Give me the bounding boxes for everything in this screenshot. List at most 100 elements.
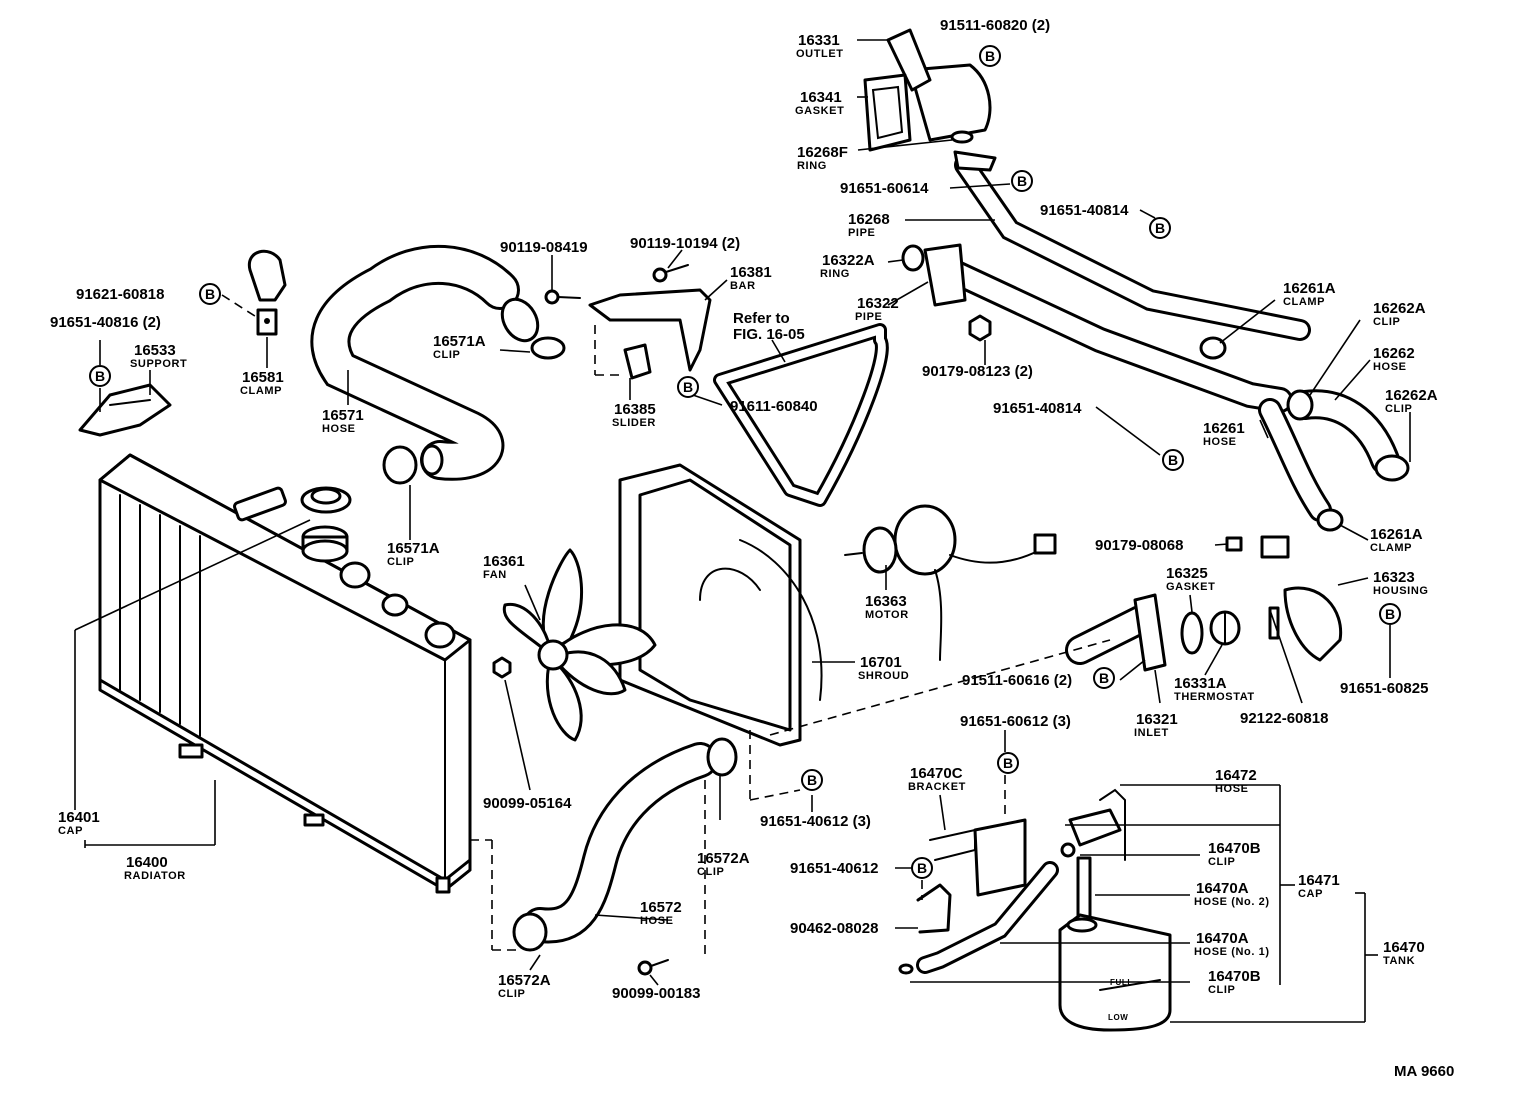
label-91651-60612-num: 91651-60612 (3) [960, 713, 1071, 730]
label-16262A-mid-name: CLIP [1385, 403, 1412, 415]
clip-16470b-bottom-illustration [898, 963, 914, 975]
label-16533-num: 16533 [134, 342, 176, 359]
label-16470C-num: 16470C [910, 765, 963, 782]
label-16361-num: 16361 [483, 553, 525, 570]
label-16471-num: 16471 [1298, 872, 1340, 889]
bolt-marker-40612-mid: B [801, 769, 823, 791]
tank-low-mark: LOW [1108, 1013, 1128, 1022]
label-16572-name: HOSE [640, 915, 674, 927]
upper-hose-illustration [310, 245, 540, 481]
refer-note-line1: Refer to [733, 310, 790, 327]
label-16572A-bottom-num: 16572A [498, 972, 551, 989]
label-90462-08028-num: 90462-08028 [790, 920, 878, 937]
bracket-16470c-illustration [929, 818, 1027, 897]
label-16331-num: 16331 [798, 32, 840, 49]
refer-note-line2: FIG. 16-05 [733, 326, 805, 343]
label-16262-name: HOSE [1373, 361, 1407, 373]
bolt-marker-60612: B [997, 752, 1019, 774]
label-16261A-bottom-name: CLAMP [1370, 542, 1412, 554]
label-91651-60825-num: 91651-60825 [1340, 680, 1428, 697]
label-90099-00183-num: 90099-00183 [612, 985, 700, 1002]
hose-clip-lower-illustration [382, 445, 418, 485]
label-16385-name: SLIDER [612, 417, 656, 429]
lower-hose-illustration [522, 742, 718, 944]
label-16261-num: 16261 [1203, 420, 1245, 437]
label-16572A-bottom-name: CLIP [498, 988, 525, 1000]
lower-hose-clip-bottom-illustration [512, 912, 548, 952]
label-16268-name: PIPE [848, 227, 875, 239]
svg-text:B: B [1385, 606, 1395, 622]
label-16261A-bottom-num: 16261A [1370, 526, 1423, 543]
lower-hose-clip-top-illustration [706, 737, 738, 777]
label-16470B-bottom-name: CLIP [1208, 984, 1235, 996]
label-16400-num: 16400 [126, 854, 168, 871]
label-16571A-top-num: 16571A [433, 333, 486, 350]
water-outlet-illustration [886, 28, 992, 142]
label-16321-name: INLET [1134, 727, 1169, 739]
bolt-90119-08419-illustration [544, 289, 581, 305]
svg-text:B: B [1017, 173, 1027, 189]
bolt-marker-40612-tank: B [911, 857, 933, 879]
label-90179-08068-num: 90179-08068 [1095, 537, 1183, 554]
label-16470B-top-name: CLIP [1208, 856, 1235, 868]
hose-clip-upper-illustration [530, 336, 566, 360]
label-91511-60820-num: 91511-60820 (2) [940, 17, 1050, 34]
water-pipe-16268-illustration [953, 150, 1311, 341]
label-16581-num: 16581 [242, 369, 284, 386]
svg-text:B: B [985, 48, 995, 64]
svg-text:B: B [807, 772, 817, 788]
label-16470A-2-num: 16470A [1196, 880, 1249, 897]
label-16572A-mid-num: 16572A [697, 850, 750, 867]
svg-text:B: B [1003, 755, 1013, 771]
clamp-16261a-upper-illustration [1199, 336, 1227, 360]
label-91651-40814-top-num: 91651-40814 [1040, 202, 1129, 219]
label-90119-08419-num: 90119-08419 [500, 239, 588, 256]
bolt-marker-60616: B [1093, 667, 1115, 689]
leader-lines [74, 39, 1411, 1023]
label-16470A-1-num: 16470A [1196, 930, 1249, 947]
label-16571-name: HOSE [322, 423, 356, 435]
label-16400-name: RADIATOR [124, 870, 186, 882]
label-16268-num: 16268 [848, 211, 890, 228]
label-16322A-num: 16322A [822, 252, 875, 269]
bolt-marker-outlet: B [979, 45, 1001, 67]
label-16701-num: 16701 [860, 654, 902, 671]
label-16571A-bottom-name: CLIP [387, 556, 414, 568]
support-bracket-illustration [78, 383, 172, 437]
label-16572A-mid-name: CLIP [697, 866, 724, 878]
housing-16323-illustration [1260, 535, 1343, 662]
label-16261A-top-num: 16261A [1283, 280, 1336, 297]
svg-text:B: B [95, 368, 105, 384]
label-16581-name: CLAMP [240, 385, 282, 397]
label-16385-num: 16385 [614, 401, 656, 418]
bolt-marker-40814-top: B [1149, 217, 1171, 239]
thermostat-illustration [1209, 610, 1241, 646]
label-16261-name: HOSE [1203, 436, 1237, 448]
water-inlet-illustration [1065, 593, 1167, 672]
label-16401-num: 16401 [58, 809, 100, 826]
label-16401-name: CAP [58, 825, 83, 837]
label-16571-num: 16571 [322, 407, 364, 424]
label-16571A-bottom-num: 16571A [387, 540, 440, 557]
label-16341-num: 16341 [800, 89, 842, 106]
fan-blade-illustration [502, 548, 657, 742]
label-16322-num: 16322 [857, 295, 899, 312]
hose-clamp-16581-illustration [247, 249, 287, 336]
label-16471-name: CAP [1298, 888, 1323, 900]
radiator-illustration [98, 453, 472, 894]
label-16470-name: TANK [1383, 955, 1415, 967]
label-16572-num: 16572 [640, 899, 682, 916]
label-16470-num: 16470 [1383, 939, 1425, 956]
label-16262A-top-name: CLIP [1373, 316, 1400, 328]
label-92122-60818-num: 92122-60818 [1240, 710, 1328, 727]
water-pipe-16322-illustration [923, 243, 1293, 413]
label-16472-name: HOSE [1215, 783, 1249, 795]
label-91651-40612-mid-num: 91651-40612 (3) [760, 813, 871, 830]
svg-text:B: B [205, 286, 215, 302]
svg-text:B: B [1168, 452, 1178, 468]
bar-bracket-illustration [588, 288, 712, 380]
label-16323-num: 16323 [1373, 569, 1415, 586]
label-90119-10194-num: 90119-10194 (2) [630, 235, 740, 252]
bolt-marker-support: B [89, 365, 111, 387]
label-16381-num: 16381 [730, 264, 772, 281]
